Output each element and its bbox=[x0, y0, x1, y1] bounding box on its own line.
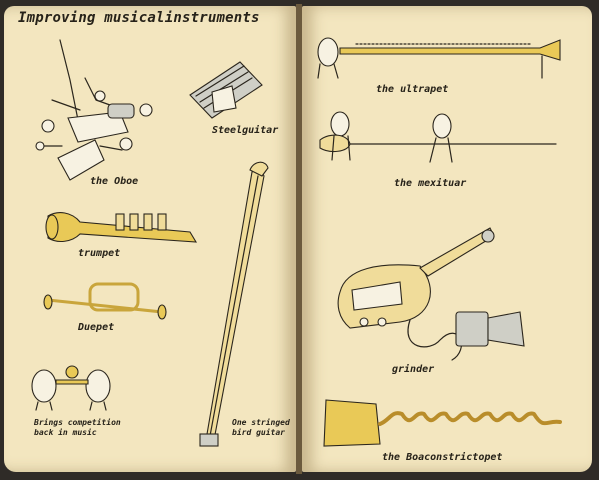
caption-ultrapet: the ultrapet bbox=[376, 84, 449, 95]
duepet-drawing bbox=[43, 282, 167, 320]
caption-grinder: grinder bbox=[392, 364, 435, 375]
ultrapet-drawing bbox=[317, 37, 561, 79]
oboe-drawing bbox=[35, 39, 153, 181]
caption-boaconstrictopet: the Boaconstrictopet bbox=[382, 452, 503, 463]
boaconstrictopet-drawing bbox=[323, 399, 562, 447]
caption-mexituar: the mexituar bbox=[394, 178, 467, 189]
mexituar-drawing bbox=[319, 111, 557, 163]
caption-steelguitar: Steelguitar bbox=[212, 125, 279, 136]
bird-guitar-drawing bbox=[199, 161, 269, 447]
grinder-drawing bbox=[337, 227, 525, 361]
book-gutter bbox=[296, 4, 302, 474]
caption-oboe: the Oboe bbox=[90, 176, 139, 187]
trumpet-drawing bbox=[45, 212, 198, 243]
caption-competition: Brings competition back in music bbox=[34, 418, 121, 437]
page-title: Improving musicalinstruments bbox=[18, 10, 260, 26]
right-page bbox=[302, 6, 592, 472]
steelguitar-drawing bbox=[189, 61, 263, 119]
competition-drawing bbox=[31, 365, 111, 411]
caption-bird-guitar: One stringed bird guitar bbox=[232, 418, 290, 437]
caption-trumpet: trumpet bbox=[78, 248, 121, 259]
caption-duepet: Duepet bbox=[78, 322, 115, 333]
